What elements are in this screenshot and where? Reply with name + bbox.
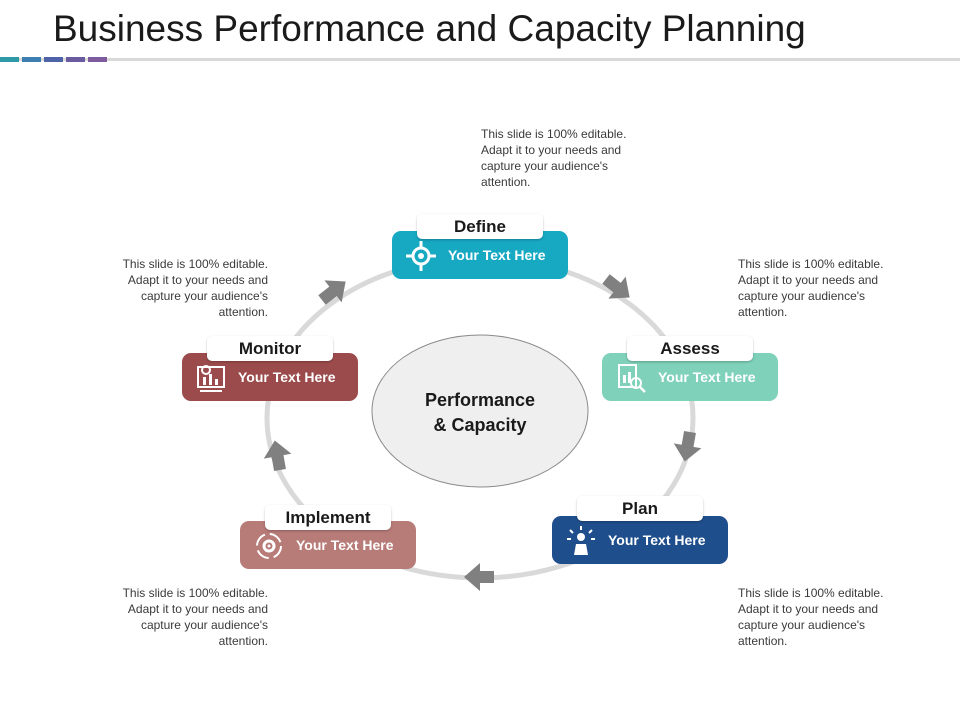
title-accent-2 — [22, 57, 41, 62]
note-left-lower: This slide is 100% editable. Adapt it to… — [122, 586, 268, 648]
stage-text-monitor: Your Text Here — [238, 369, 336, 385]
stage-label-monitor: Monitor — [207, 336, 333, 361]
center-label-line1: Performance — [424, 390, 536, 410]
stage-text-implement: Your Text Here — [296, 537, 394, 553]
stage-label-assess: Assess — [627, 336, 753, 361]
stage-label-plan: Plan — [577, 496, 703, 521]
page-title: Business Performance and Capacity Planni… — [53, 8, 806, 49]
person-idea-icon — [567, 526, 595, 555]
target-icon — [406, 241, 436, 271]
stage-label-define: Define — [417, 214, 543, 239]
note-left-upper: This slide is 100% editable. Adapt it to… — [122, 257, 268, 319]
stage-card-assess: Your Text Here — [602, 353, 778, 401]
center-ellipse — [371, 334, 589, 488]
note-right-lower: This slide is 100% editable. Adapt it to… — [738, 586, 884, 648]
chart-gear-icon — [197, 365, 225, 392]
stage-text-define: Your Text Here — [448, 247, 546, 263]
title-accent-5 — [88, 57, 107, 62]
stage-card-define: Your Text Here — [392, 231, 568, 279]
title-accent-3 — [44, 57, 63, 62]
center-label: Performance & Capacity — [380, 388, 580, 438]
stage-text-plan: Your Text Here — [608, 532, 706, 548]
note-top: This slide is 100% editable. Adapt it to… — [481, 127, 627, 189]
note-right-upper: This slide is 100% editable. Adapt it to… — [738, 257, 884, 319]
arrow-implement-to-monitor — [263, 440, 292, 472]
title-accent-1 — [0, 57, 19, 62]
title-divider — [0, 58, 960, 61]
title-accent-4 — [66, 57, 85, 62]
stage-text-assess: Your Text Here — [658, 369, 756, 385]
stage-card-plan: Your Text Here — [552, 516, 728, 564]
arrow-plan-to-implement — [464, 563, 494, 591]
arrow-define-to-assess — [602, 274, 630, 299]
gear-cycle-icon — [256, 533, 282, 559]
arrow-monitor-to-define — [318, 280, 346, 305]
document-search-icon — [618, 364, 646, 393]
center-label-line2: & Capacity — [433, 415, 527, 435]
stage-card-monitor: Your Text Here — [182, 353, 358, 401]
arrow-assess-to-plan — [673, 430, 702, 462]
stage-label-implement: Implement — [265, 505, 391, 530]
